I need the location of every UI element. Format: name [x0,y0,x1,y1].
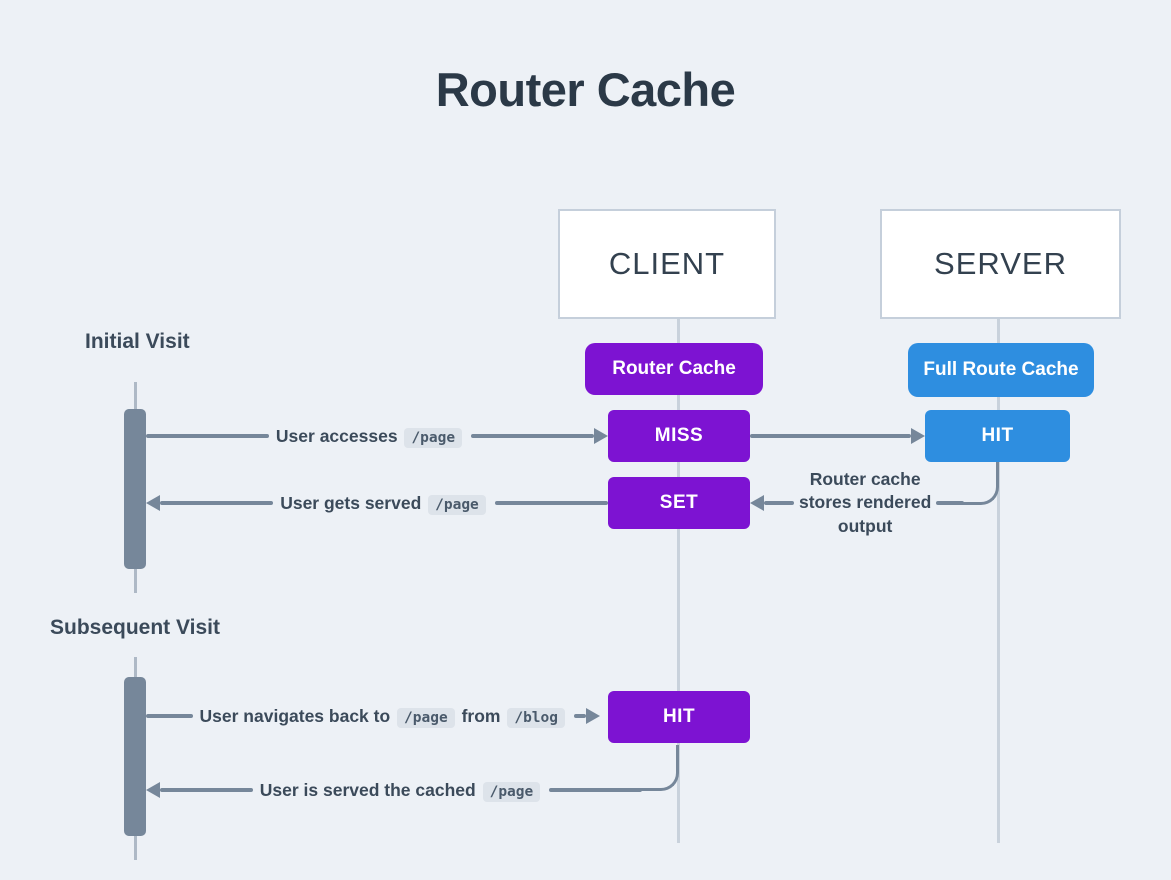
arrow-left-icon [146,782,160,798]
timeline-stem [134,569,137,593]
message-user-accesses-label: User accesses /page [269,426,471,448]
arrow-line [574,714,586,718]
arrow-left-icon [146,495,160,511]
timeline-stem [134,836,137,860]
client-hit-node: HIT [608,691,750,743]
arrow-right-icon [586,708,600,724]
page-title: Router Cache [435,63,736,116]
server-lifeline [997,319,1000,843]
arrow-right-icon [911,428,925,444]
message-user-accesses: User accesses /page [146,416,609,456]
route-pill: /page [428,494,486,515]
timeline-bar-initial [124,409,146,569]
arrow-line [936,501,964,505]
set-node-label: SET [659,492,699,513]
server-hit-node: HIT [925,410,1070,462]
actor-server-box: SERVER [880,209,1121,319]
miss-node: MISS [608,410,750,462]
actor-client-label: CLIENT [608,246,726,281]
route-pill: /page [482,781,541,802]
client-hit-node-label: HIT [662,706,696,727]
actor-server-label: SERVER [934,246,1067,281]
timeline-bar-subsequent [124,677,146,836]
timeline-stem [134,657,137,677]
route-pill: /page [404,427,463,448]
actor-client-box: CLIENT [558,209,776,319]
route-pill: /page [397,707,455,728]
route-pill: /blog [507,707,565,728]
router-cache-badge: Router Cache [585,343,763,395]
message-user-navigates-back: User navigates back to /page from /blog [146,696,600,736]
arrow-left-icon [750,495,764,511]
miss-node-label: MISS [654,425,704,446]
arrow-line [146,434,269,438]
message-user-served-cached-label: User is served the cached /page [253,780,549,802]
arrow-line [146,714,193,718]
section-label-subsequent-visit: Subsequent Visit [50,616,220,639]
client-lifeline [677,319,680,843]
message-user-served-cached: User is served the cached /page [146,770,643,810]
router-cache-badge-label: Router Cache [612,358,736,379]
message-user-gets-served-label: User gets served /page [273,493,495,515]
arrow-line [494,501,608,505]
message-stores-output-label: Router cache stores rendered output [799,469,932,536]
full-route-cache-badge: Full Route Cache [908,343,1094,397]
arrow-line [160,501,274,505]
set-node: SET [608,477,750,529]
client-connector-curve [640,745,679,791]
arrow-line [471,434,595,438]
message-stores-output: Router cache stores rendered output [750,458,964,548]
message-user-navigates-back-label: User navigates back to /page from /blog [193,706,574,728]
section-label-initial-visit: Initial Visit [85,330,190,353]
arrow-line [750,434,911,438]
full-route-cache-badge-label: Full Route Cache [923,359,1079,380]
server-hit-node-label: HIT [981,425,1014,446]
timeline-stem [134,382,137,409]
arrow-line [764,501,794,505]
message-user-gets-served: User gets served /page [146,483,608,523]
server-connector-curve [962,462,999,505]
arrow-line [549,788,643,792]
arrow-right-icon [594,428,609,444]
message-miss-to-server [750,416,925,456]
arrow-line [160,788,253,792]
